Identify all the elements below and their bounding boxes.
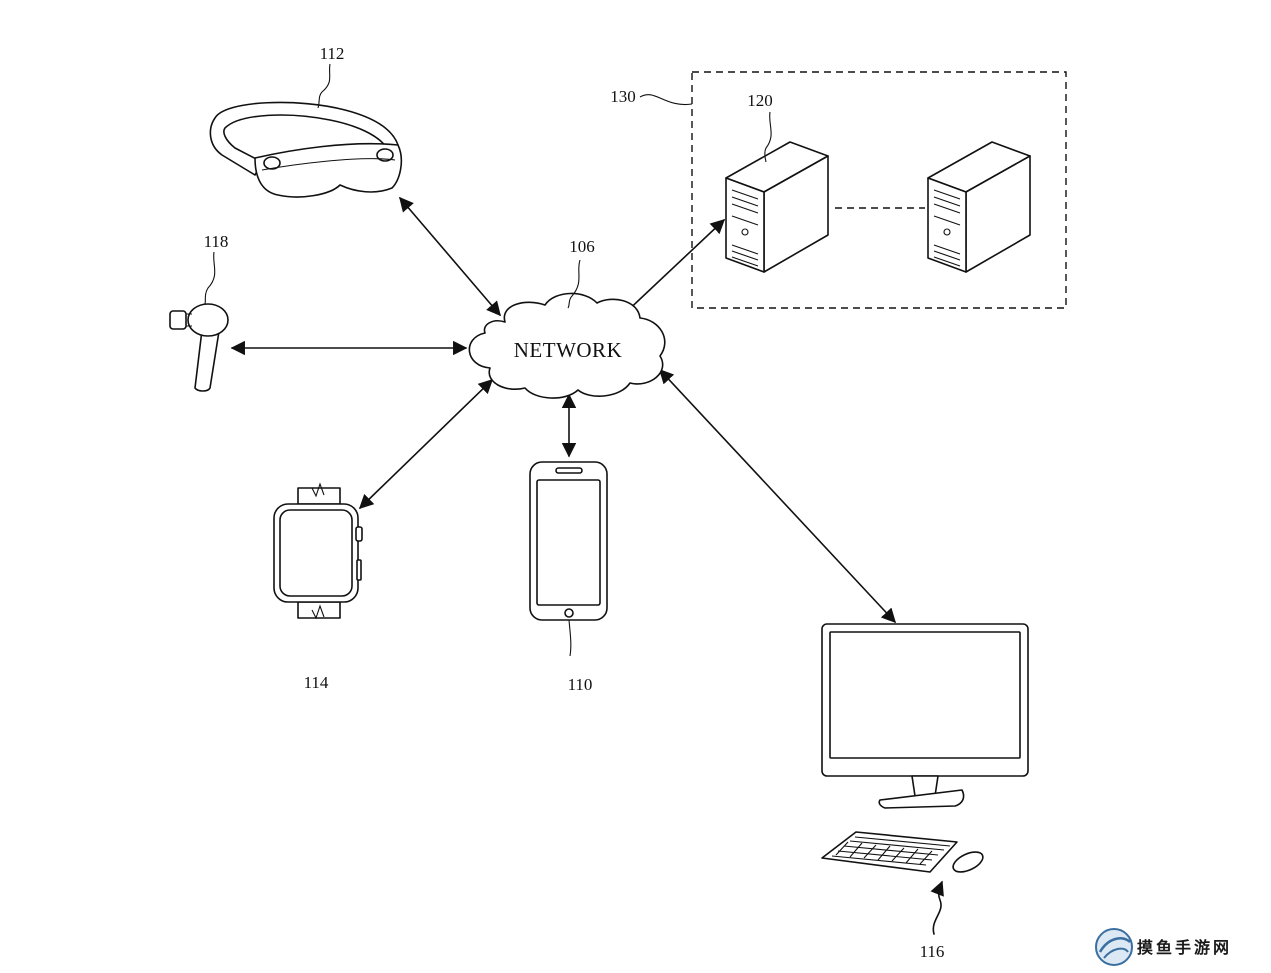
ref-114: 114 bbox=[304, 673, 329, 692]
headset-device: 112 bbox=[209, 44, 403, 198]
ref-110: 110 bbox=[568, 675, 593, 694]
earbud-device: 118 bbox=[169, 232, 229, 392]
server-group-boundary bbox=[691, 71, 1067, 309]
leader-106 bbox=[567, 259, 581, 309]
leader-110 bbox=[568, 619, 572, 657]
watch-device: 114 bbox=[273, 482, 363, 692]
ref-112: 112 bbox=[320, 44, 345, 63]
leader-116 bbox=[930, 880, 944, 935]
ref-120: 120 bbox=[747, 91, 773, 110]
leader-130 bbox=[639, 94, 693, 106]
network-cloud: NETWORK 106 bbox=[468, 237, 666, 399]
arrow-headset-network bbox=[399, 196, 501, 317]
watermark-logo bbox=[1095, 928, 1133, 966]
watermark-text: 摸鱼手游网 bbox=[1137, 938, 1232, 957]
keyboard-keys bbox=[831, 836, 951, 866]
arrow-server-network bbox=[620, 219, 726, 317]
ref-116: 116 bbox=[920, 942, 945, 961]
arrow-watch-network bbox=[358, 378, 494, 510]
desktop-device: 116 bbox=[821, 623, 1029, 961]
leader-112 bbox=[317, 63, 331, 109]
ref-106: 106 bbox=[569, 237, 595, 256]
network-label: NETWORK bbox=[514, 338, 622, 362]
ref-118: 118 bbox=[204, 232, 229, 251]
ref-130: 130 bbox=[610, 87, 636, 106]
phone-device: 110 bbox=[529, 461, 608, 694]
connection-arrows bbox=[230, 196, 896, 624]
leader-118 bbox=[204, 251, 216, 305]
watermark: 摸鱼手游网 bbox=[1095, 928, 1232, 966]
leader-120 bbox=[764, 111, 772, 163]
server-primary: 120 bbox=[725, 91, 829, 273]
arrow-desktop-network bbox=[659, 368, 896, 624]
server-group: 130 120 bbox=[610, 71, 1067, 309]
server-secondary bbox=[927, 141, 1031, 273]
